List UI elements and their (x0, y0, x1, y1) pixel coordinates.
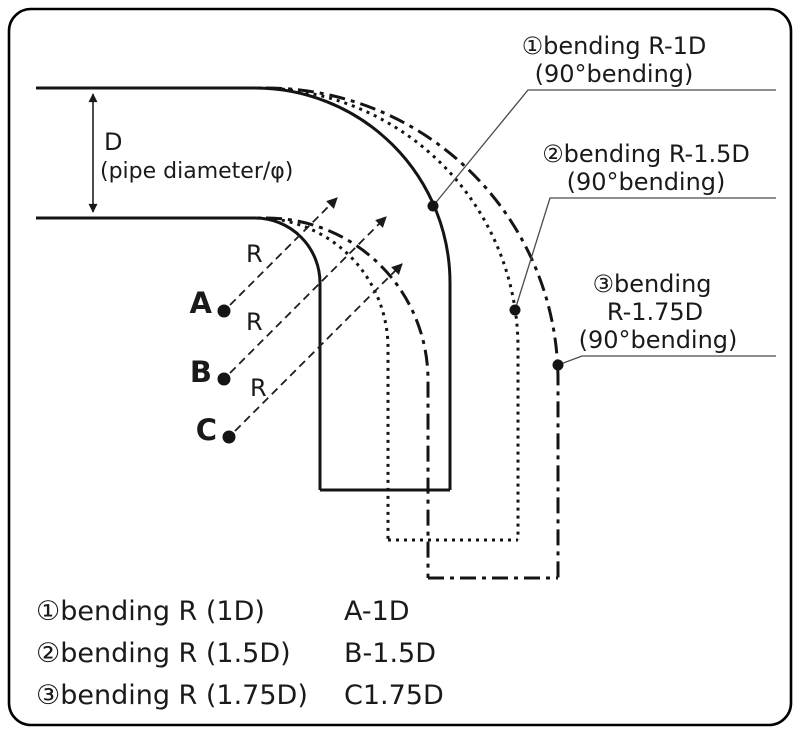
outer-frame (7, 7, 793, 727)
legend-row3-code: C1.75D (344, 680, 444, 711)
radius-label-a: R (246, 240, 263, 268)
diameter-letter: D (104, 128, 122, 156)
bend2-outer-line (257, 86, 520, 540)
center-point-c (222, 430, 236, 444)
radius-label-b: R (246, 308, 263, 336)
callout3-marker-dot (552, 359, 564, 371)
legend-row1-label: ①bending R (1D) (36, 596, 265, 627)
bend3-outer-line (265, 86, 560, 578)
radius-label-c: R (250, 374, 267, 402)
point-label-b: B (190, 355, 212, 389)
bend2-inner-line (257, 216, 390, 540)
radius-arrow-c (234, 263, 403, 432)
callout3-line1: ③bending (592, 270, 711, 298)
bend1-outer-line (36, 86, 452, 490)
callout2-leader-line (514, 197, 776, 311)
point-label-c: C (196, 413, 217, 447)
legend-row1-code: A-1D (344, 596, 410, 627)
callout3-line3: (90°bending) (579, 326, 738, 354)
legend-row3-label: ③bending R (1.75D) (36, 680, 308, 711)
legend-row2-label: ②bending R (1.5D) (36, 638, 291, 669)
diameter-description: (pipe diameter/φ) (100, 159, 293, 184)
callout3-line2: R-1.75D (607, 298, 703, 326)
callout2-line1: ②bending R-1.5D (542, 140, 750, 168)
callout1-marker-dot (427, 200, 439, 212)
center-point-b (217, 372, 231, 386)
radius-arrow-b (229, 216, 387, 374)
callout2-line2: (90°bending) (567, 168, 726, 196)
bend3-inner-line (265, 216, 430, 578)
callout2-marker-dot (509, 304, 521, 316)
center-point-a (217, 304, 231, 318)
callout1-leader-line (432, 89, 776, 207)
callout3-leader-line (557, 355, 776, 366)
bend1-inner-line (36, 216, 322, 490)
legend-row2-code: B-1.5D (344, 638, 436, 669)
point-label-a: A (190, 286, 213, 320)
callout1-line1: ①bending R-1D (522, 32, 707, 60)
callout1-line2: (90°bending) (535, 60, 694, 88)
